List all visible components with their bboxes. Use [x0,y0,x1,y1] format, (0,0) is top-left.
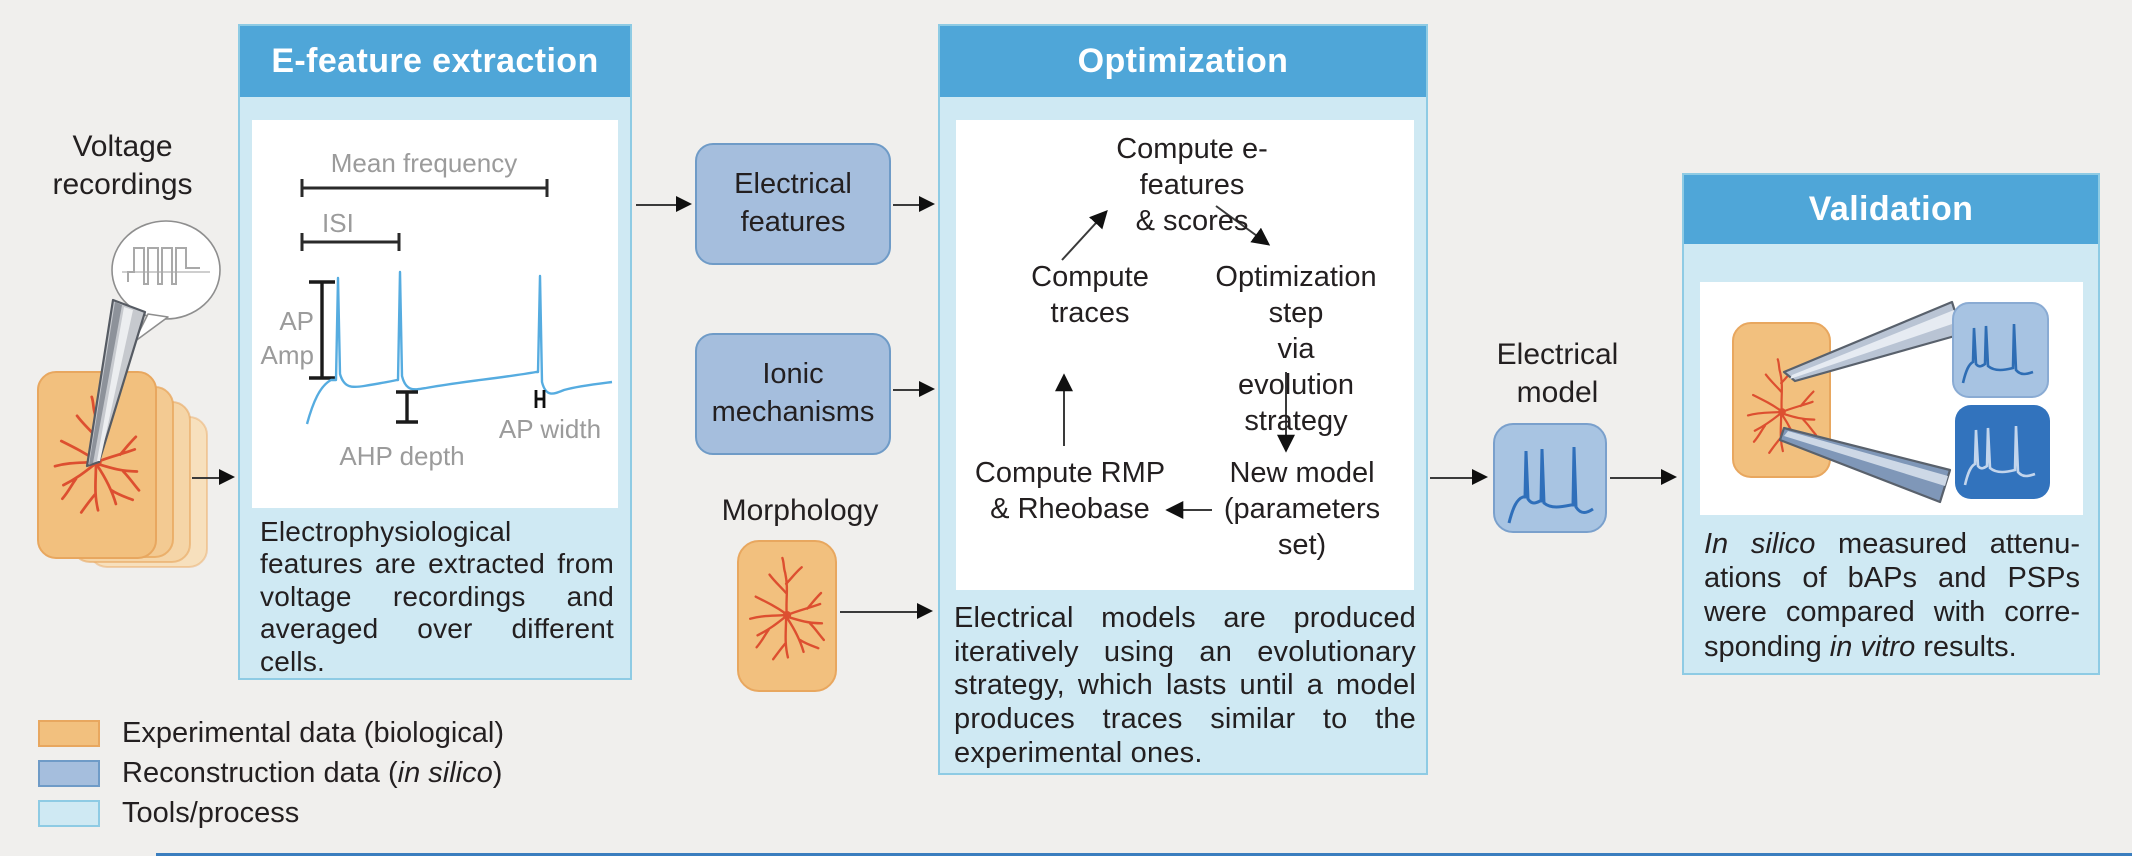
validation-panel-title: Validation [1684,175,2098,244]
optimization-description: Electrical models are produced iterative… [954,602,1416,769]
efeature-panel-title: E-feature extraction [240,26,630,97]
ap-amp-label-line1: AP [279,306,314,336]
legend-label-reconstruction: Reconstruction data (in silico) [122,756,503,789]
insilico-trace-light [1961,323,2034,384]
optimization-panel: Optimization Compute e-features & scores… [938,24,1428,775]
electrical-features-label: Electrical features [734,168,852,238]
lower-pipette-icon [1778,426,1952,504]
ionic-mechanisms-box: Ionic mechanisms [695,333,891,455]
pulse-waveform-icon [122,247,210,285]
legend-item-tools: Tools/process [38,796,299,830]
voltage-recordings-label: Voltage recordings [52,130,193,201]
insilico-trace-box-light [1952,302,2049,398]
arrow-model-to-validation [1610,469,1677,485]
legend-swatch-experimental [38,719,100,747]
optimization-flow-box: Compute e-features & scores Compute trac… [956,120,1414,590]
flow-node-compute-traces: Compute traces [1031,261,1149,329]
flow-node-new-model: New model (parameters set) [1223,457,1381,561]
validation-image-box [1700,282,2083,515]
validation-desc-line4: sponding in vitro results. [1704,630,2017,663]
legend-item-reconstruction: Reconstruction data (in silico) [38,756,502,790]
speech-bubble-icon [111,220,221,343]
legend-item-experimental: Experimental data (biological) [38,716,504,750]
arrow-traces-to-efeatures [1061,210,1108,261]
flow-node-optimization-step: Optimization step via evolution strategy [1215,261,1377,437]
efeature-description: Electrophysiological features are extrac… [260,516,614,677]
morphology-box [737,540,837,692]
isi-label: ISI [322,208,354,238]
electrical-features-box: Electrical features [695,143,891,265]
brain-slices-icon [37,298,208,568]
validation-panel: Validation In silico measured a [1682,173,2100,675]
arrow-cells-to-efeature [192,469,235,485]
flow-node-compute-rmp: Compute RMP & Rheobase [974,457,1166,525]
arrow-morphology-to-optimization [840,603,933,619]
electrical-model-box [1493,423,1607,533]
legend-swatch-reconstruction [38,759,100,787]
ahp-depth-label: AHP depth [339,441,464,471]
arrow-electrical-features-to-optimization [893,196,935,212]
validation-desc-line1: In silico measured attenu- [1704,528,2081,560]
validation-scene [1732,300,2050,504]
mean-frequency-label: Mean frequency [331,148,517,178]
arrow-efeature-to-electrical-features [636,196,692,212]
arrow-ionic-mechanisms-to-optimization [893,381,935,397]
validation-description: In silico measured attenu- ations of bAP… [1704,527,2080,664]
model-trace-icon [1507,446,1594,524]
legend-label-tools: Tools/process [122,796,300,829]
flow-arrows [1055,205,1295,519]
validation-desc-line3: were compared with corre- [1704,596,2080,629]
pipette-icon [85,298,147,468]
electrical-model-label: Electrical model [1496,338,1619,409]
arrow-efeatures-to-step [1215,205,1271,246]
morphology-label: Morphology [721,494,879,527]
legend-label-experimental: Experimental data (biological) [122,716,505,749]
voltage-trace-path [305,270,613,425]
legend-swatch-tools [38,799,100,827]
ap-amp-label-line2: Amp [261,340,314,370]
insilico-trace-box-dark [1955,405,2050,499]
spike-trace-plot: Mean frequency ISI AP Amp [261,148,613,471]
flow-node-compute-efeatures: Compute e-features & scores [1116,133,1268,237]
morphology-neuron-icon [749,556,825,661]
ap-width-label: AP width [499,414,601,444]
efeature-panel: E-feature extraction Mean frequency ISI … [238,24,632,680]
bottom-divider [156,853,2132,856]
efeature-trace-box: Mean frequency ISI AP Amp [252,120,618,508]
validation-desc-line2: ations of bAPs and PSPs [1704,562,2080,595]
optimization-panel-title: Optimization [940,26,1426,97]
insilico-trace-dark [1963,425,2036,486]
arrow-optimization-to-model [1430,469,1488,485]
ionic-mechanisms-label: Ionic mechanisms [711,358,875,428]
